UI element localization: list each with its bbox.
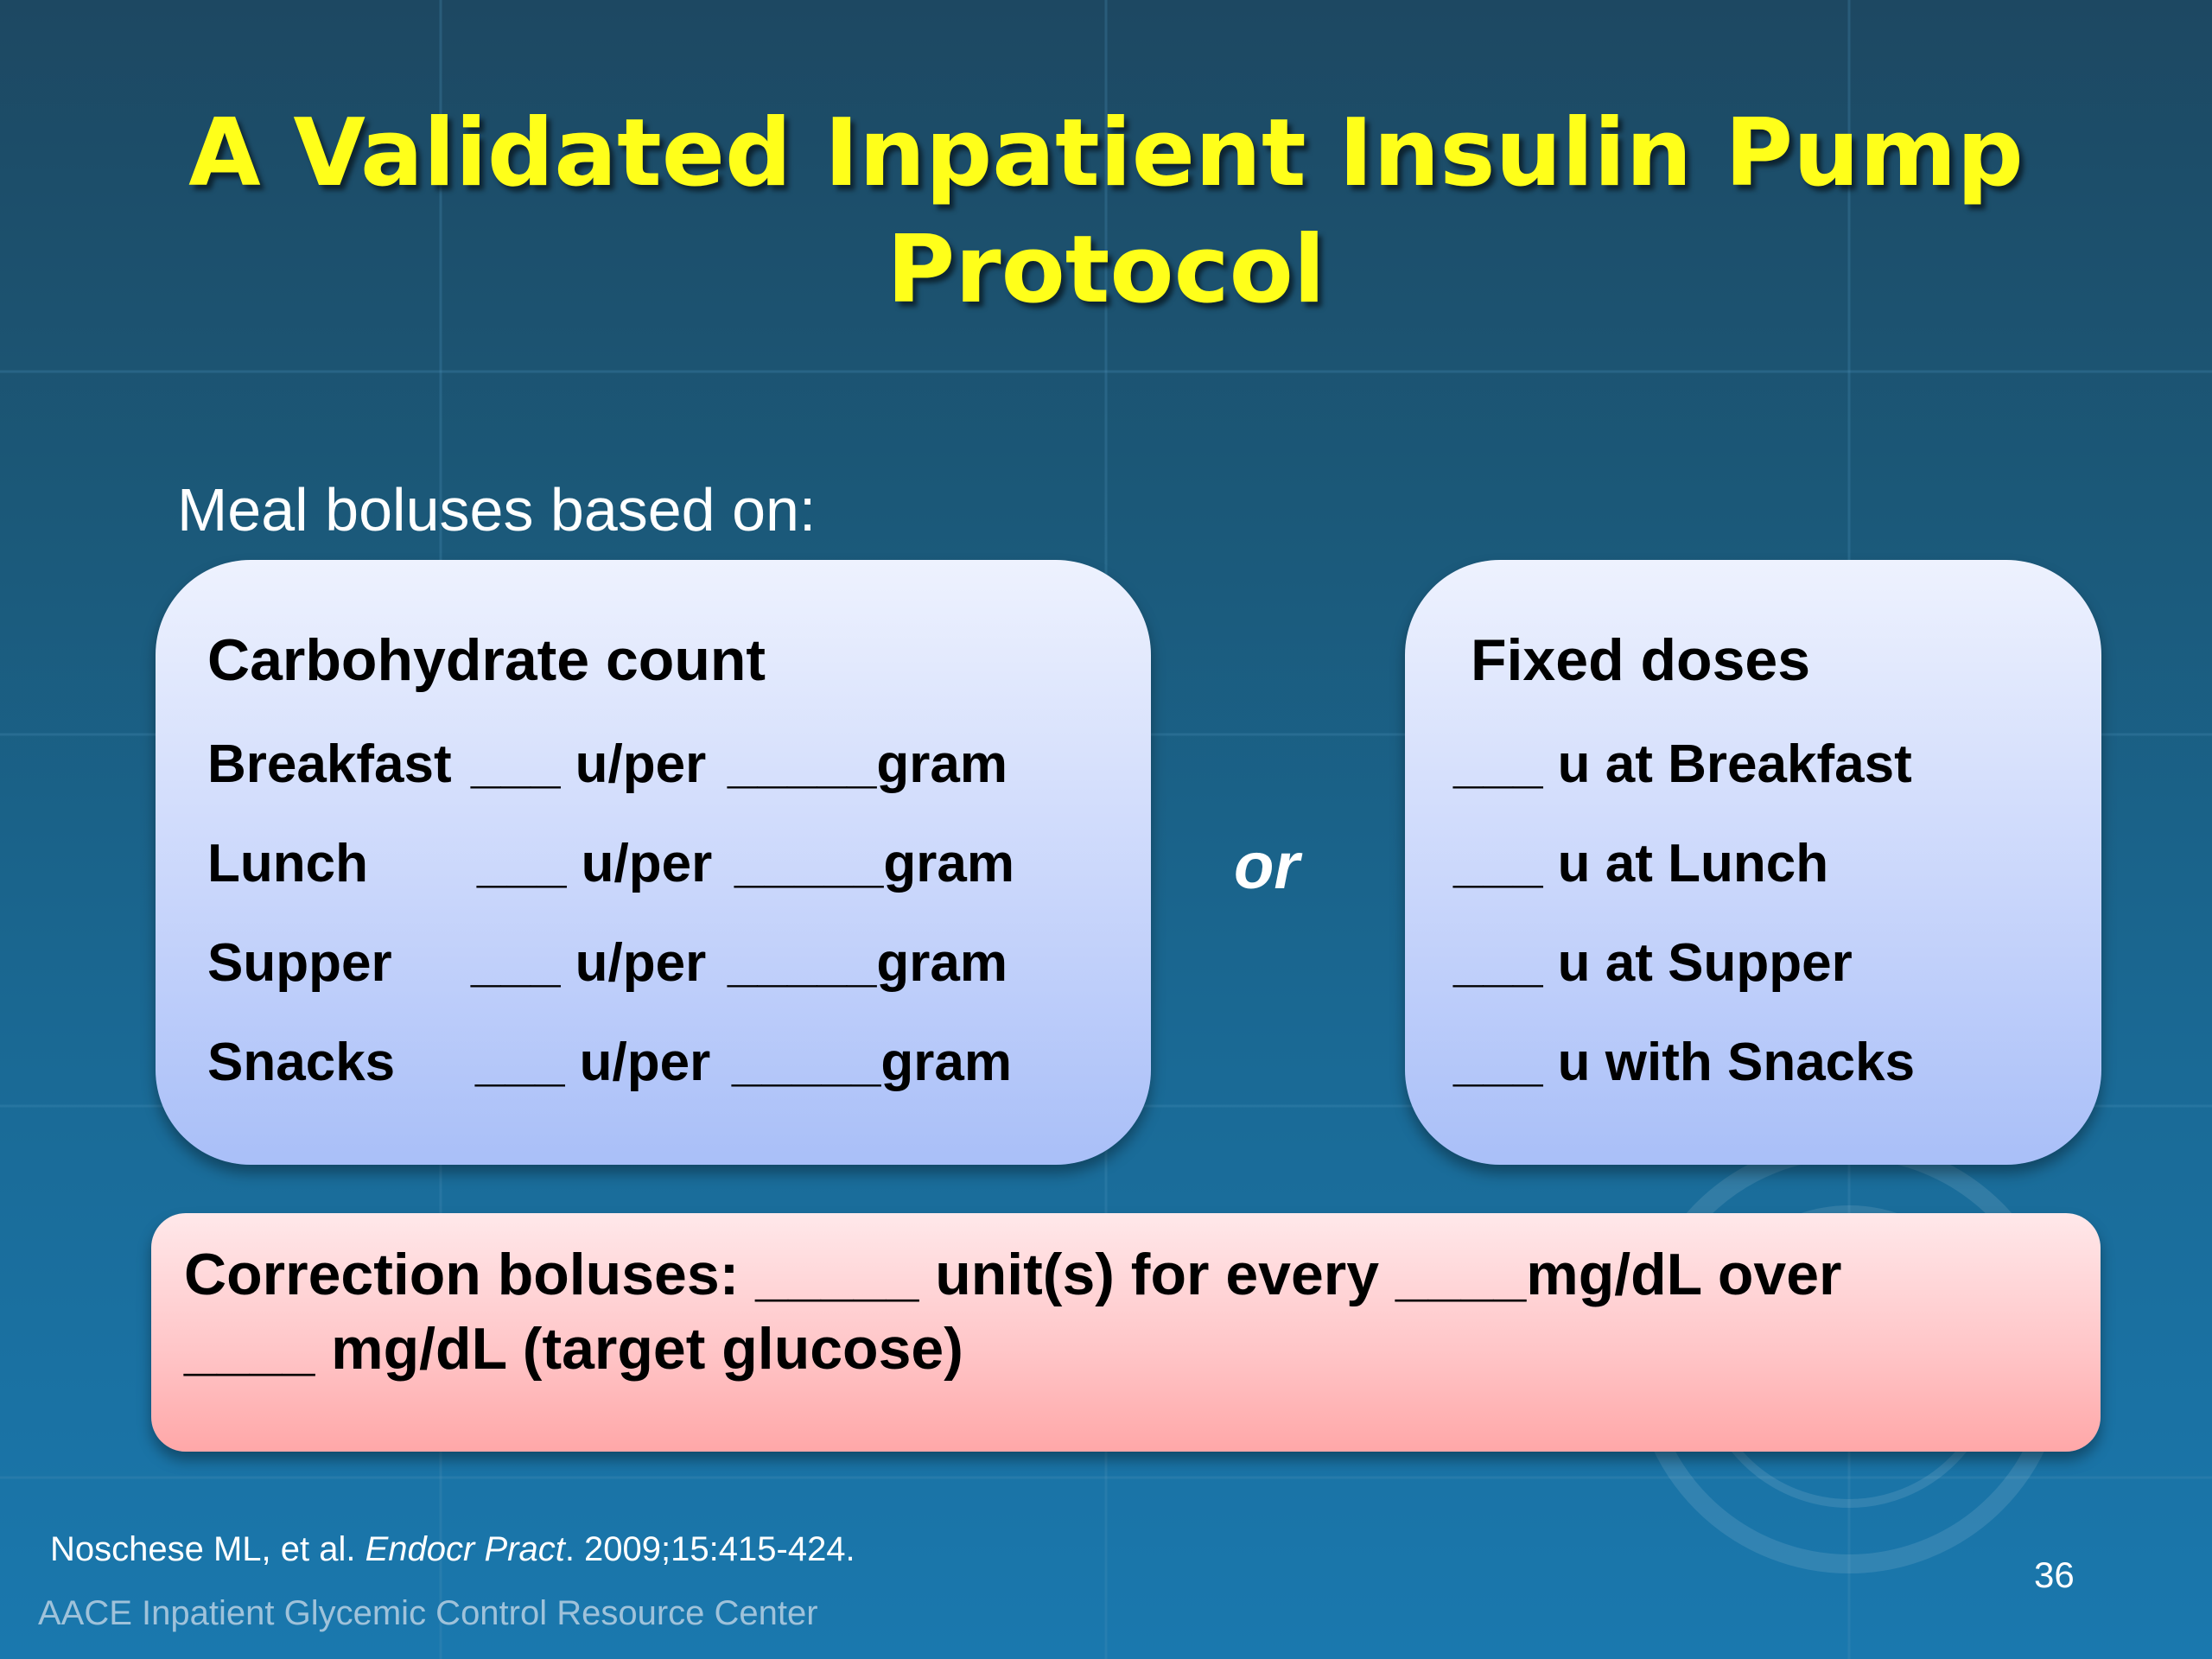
- carb-row-meal: Breakfast: [207, 734, 452, 794]
- carb-row-grams: _____gram: [732, 1033, 1013, 1092]
- fixed-row-lunch: ___ u at Lunch: [1453, 834, 1829, 893]
- meal-boluses-intro: Meal boluses based on:: [177, 476, 817, 543]
- footer-organization: AACE Inpatient Glycemic Control Resource…: [38, 1594, 818, 1632]
- fixed-row-breakfast: ___ u at Breakfast: [1453, 734, 1912, 794]
- citation-journal: Endocr Pract: [365, 1530, 565, 1568]
- fixed-doses-heading: Fixed doses: [1471, 627, 1811, 693]
- carb-row-meal: Supper: [207, 933, 392, 993]
- carb-row-grams: _____gram: [728, 734, 1008, 794]
- carb-row-units: ___ u/per: [475, 1033, 711, 1092]
- citation-authors: Noschese ML, et al.: [50, 1530, 365, 1568]
- title-line-2: Protocol: [887, 216, 1325, 324]
- fixed-doses-box: Fixed doses ___ u at Breakfast ___ u at …: [1405, 560, 2101, 1165]
- page-number: 36: [2034, 1554, 2075, 1595]
- slide-title: A Validated Inpatient Insulin Pump Proto…: [0, 95, 2212, 328]
- citation-details: . 2009;15:415-424.: [564, 1530, 855, 1568]
- or-separator: or: [1234, 830, 1300, 903]
- carb-row-grams: _____gram: [734, 834, 1015, 893]
- correction-line-2: ____ mg/dL (target glucose): [184, 1316, 963, 1382]
- correction-boluses-text: Correction boluses: _____ unit(s) for ev…: [184, 1237, 2068, 1386]
- title-line-1: A Validated Inpatient Insulin Pump: [188, 99, 2024, 207]
- carb-row-units: ___ u/per: [471, 933, 707, 993]
- fixed-row-snacks: ___ u with Snacks: [1453, 1033, 1916, 1092]
- carb-row-units: ___ u/per: [477, 834, 713, 893]
- correction-boluses-box: Correction boluses: _____ unit(s) for ev…: [151, 1213, 2101, 1452]
- carbohydrate-count-box: Carbohydrate count Breakfast ___ u/per _…: [156, 560, 1151, 1165]
- carb-row-grams: _____gram: [728, 933, 1008, 993]
- carbohydrate-count-heading: Carbohydrate count: [207, 627, 766, 693]
- fixed-row-supper: ___ u at Supper: [1453, 933, 1853, 993]
- correction-line-1: Correction boluses: _____ unit(s) for ev…: [184, 1242, 1842, 1307]
- citation: Noschese ML, et al. Endocr Pract. 2009;1…: [50, 1528, 855, 1571]
- carb-row-meal: Lunch: [207, 834, 368, 893]
- carb-row-units: ___ u/per: [471, 734, 707, 794]
- carb-row-meal: Snacks: [207, 1033, 396, 1092]
